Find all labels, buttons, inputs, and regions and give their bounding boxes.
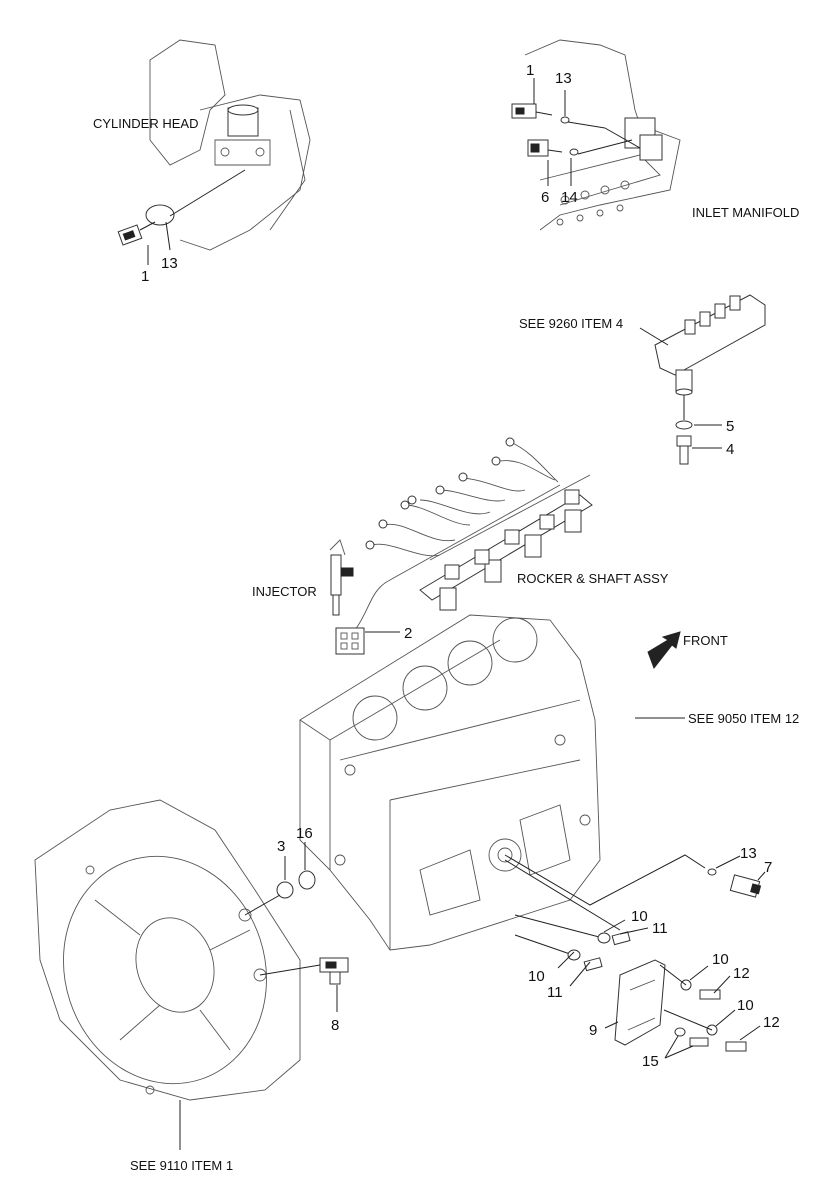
plug-16: [298, 870, 316, 890]
bolt-12-a: [699, 989, 721, 1000]
callout-1-manifold: 1: [526, 62, 534, 79]
o-ring-13-manifold: [560, 116, 570, 124]
callout-6: 6: [541, 189, 549, 206]
bushing-10-b: [567, 949, 581, 961]
sensor-6-manifold: [527, 139, 563, 157]
callout-11-a: 11: [652, 920, 668, 937]
callout-4: 4: [726, 441, 734, 458]
washer-15: [674, 1027, 686, 1037]
callout-11-b: 11: [547, 984, 563, 1001]
o-ring-14-manifold: [569, 148, 579, 156]
see-9050-label: SEE 9050 ITEM 12: [688, 711, 799, 726]
callout-3: 3: [277, 838, 285, 855]
callout-12-a: 12: [733, 965, 750, 982]
common-rail-illustration: [654, 294, 766, 396]
injector-harness-2: [335, 437, 561, 655]
pin-11-b: [583, 957, 603, 972]
callout-10-d: 10: [737, 997, 754, 1014]
rocker-shaft-label: ROCKER & SHAFT ASSY: [517, 571, 669, 586]
callout-10-c: 10: [712, 951, 729, 968]
injector-label: INJECTOR: [252, 584, 317, 599]
flywheel-housing-illustration: [34, 799, 301, 1101]
engine-block-illustration: [299, 614, 601, 951]
injector-illustration: [329, 539, 354, 616]
callout-7: 7: [764, 859, 772, 876]
rocker-shaft-illustration: [419, 474, 593, 611]
see-9260-label: SEE 9260 ITEM 4: [519, 316, 623, 331]
pressure-sensor-4: [676, 435, 692, 465]
inlet-manifold-label: INLET MANIFOLD: [692, 205, 799, 220]
bolt-12-b: [725, 1041, 747, 1052]
callout-8: 8: [331, 1017, 339, 1034]
callout-15: 15: [642, 1053, 659, 1070]
bushing-10-a: [597, 932, 611, 944]
callout-10-b: 10: [528, 968, 545, 985]
callout-1-top-left: 1: [141, 268, 149, 285]
inlet-manifold-illustration: [524, 39, 681, 231]
callout-13-top-left: 13: [161, 255, 178, 272]
o-ring-13-bottom: [707, 868, 717, 876]
callout-13-bottom: 13: [740, 845, 757, 862]
front-label: FRONT: [683, 633, 728, 648]
gasket-5: [675, 420, 693, 430]
callout-10-a: 10: [631, 908, 648, 925]
callout-16: 16: [296, 825, 313, 842]
leader-sensor-7: [504, 854, 706, 906]
pin-11-a: [611, 931, 631, 946]
see-9110-label: SEE 9110 ITEM 1: [130, 1158, 233, 1173]
bolt-15: [689, 1037, 709, 1047]
front-arrow-icon: [647, 631, 681, 670]
callout-2: 2: [404, 625, 412, 642]
o-ring-3: [276, 881, 294, 899]
oil-pressure-sensor-7: [729, 874, 762, 898]
callout-9: 9: [589, 1022, 597, 1039]
callout-14: 14: [561, 189, 578, 206]
callout-5: 5: [726, 418, 734, 435]
cylinder-head-illustration: [145, 39, 311, 251]
sensor-1-manifold: [511, 103, 553, 119]
callout-12-b: 12: [763, 1014, 780, 1031]
callout-13-manifold: 13: [555, 70, 572, 87]
cylinder-head-label: CYLINDER HEAD: [93, 116, 198, 131]
bracket-9: [614, 959, 666, 1046]
crank-sensor-8: [319, 957, 349, 985]
coolant-temp-sensor-1-top: [117, 221, 156, 246]
